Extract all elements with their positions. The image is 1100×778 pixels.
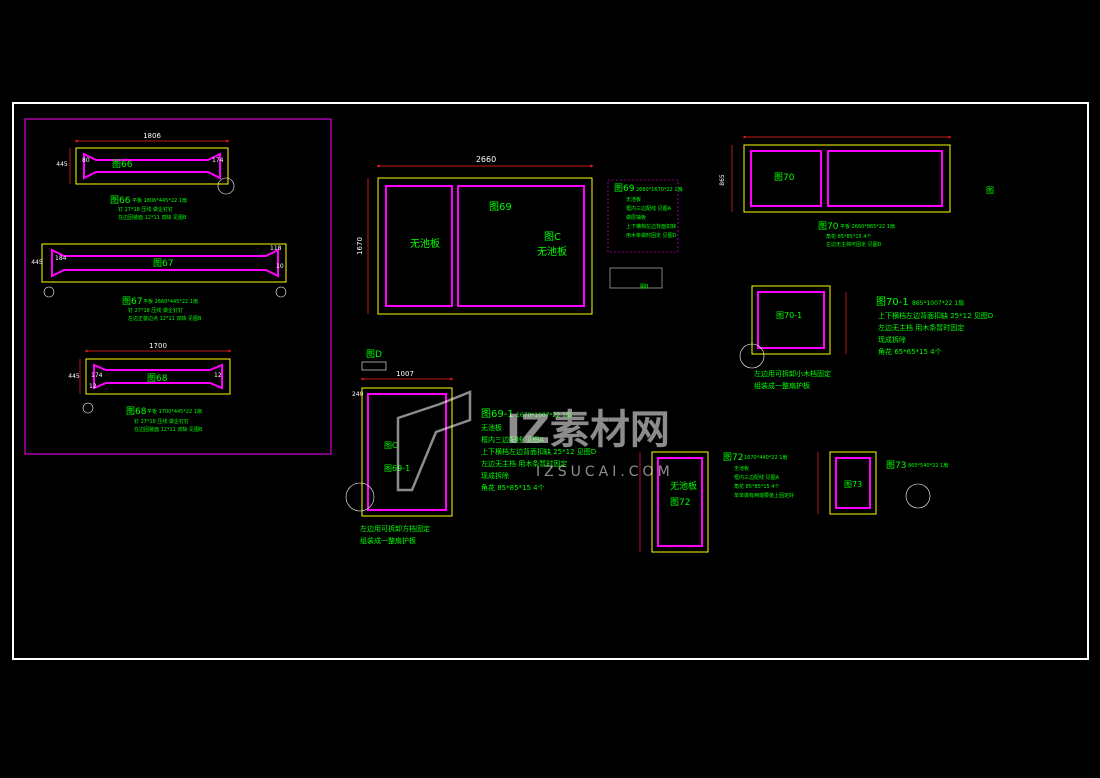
p69-1-note-0: 无池板: [481, 423, 502, 432]
p69-no-pool: 无池板: [410, 237, 440, 250]
p69-side-note-3: 上下横档左边背面扣缺: [626, 223, 676, 230]
sheet-frame-left: [24, 118, 332, 455]
p67-right: 118: [270, 245, 282, 252]
p69-detail-label: 图B: [640, 284, 649, 290]
p70-1-note-1: 左边无主档 用木条暂时固定: [878, 323, 964, 332]
p72-spec: 1670*440*22 1扇: [744, 454, 787, 461]
p66-left: 80: [82, 157, 90, 164]
p69-side-note-0: 无池板: [626, 196, 641, 203]
p68-side: 12: [214, 372, 222, 379]
p69-side-note-1: 框内三边配线 见图A: [626, 205, 672, 212]
p67-spec: 平板 2660*445*22 1扇: [143, 298, 198, 305]
p70-1-note-0: 上下横档左边背面扣缺 25*12 见图D: [878, 311, 993, 320]
p69-1-note-5: 角花 85*85*15 4个: [481, 483, 545, 492]
panel-66: 1806 445 80 174 图66 图66 平板 1806*445*22 1…: [56, 132, 235, 221]
watermark-brand: IZ素材网: [506, 407, 670, 453]
p72-note-1: 框内三边配线 见图A: [734, 474, 780, 481]
p70-1-note-2: 现成拆除: [878, 335, 906, 344]
panel-69: 2660 1670 无池板 图69 图C 无池板 图69 2660*1670*2…: [356, 155, 683, 315]
panel-68: 1700 445 174 12 12 图68 图68 平板 1700*445*2…: [68, 342, 232, 433]
p70-note2: 左边无主档可固定 见图D: [826, 241, 882, 248]
p70-title: 图70: [818, 221, 839, 232]
watermark-url: IZSUCAI.COM: [536, 464, 674, 480]
panel-67: 445 184 118 10 图67 图67 平板 2660*445*22 1扇…: [31, 243, 287, 322]
p69-label-c: 图C: [544, 231, 561, 243]
p69-1-label-c: 图C: [384, 441, 398, 450]
p69-side-note-2: 做层抽板: [626, 214, 646, 221]
p72-title: 图72: [723, 452, 743, 463]
p69-1-note-3: 左边无主档 用木条暂时固定: [481, 459, 567, 468]
p72-note-2: 角花 85*85*15 4个: [734, 483, 779, 490]
p67-inner-title: 图67: [153, 258, 173, 269]
p70-1-inner-title: 图70-1: [776, 311, 802, 320]
p69-1-note-1: 框内三边配线 见图A: [481, 435, 544, 444]
p69-1-note-2: 上下横档左边背面扣缺 25*12 见图D: [481, 447, 596, 456]
p70-1-fix-note-2: 组装成一整扇护板: [754, 381, 810, 390]
p68-right: 12: [89, 383, 97, 390]
p69-1-dim-height: 240: [352, 391, 364, 398]
panel-72: 无池板 图72 图72 1670*440*22 1扇 无池板 框内三边配线 见图…: [639, 451, 794, 553]
p72-inner-title: 图72: [670, 497, 690, 508]
p70-dim-height: 865: [719, 174, 726, 186]
p68-dim-width: 1700: [149, 342, 167, 350]
p70-1-title: 图70-1: [876, 296, 909, 308]
p66-right: 174: [212, 157, 224, 164]
p69-1-title: 图69-1: [481, 408, 514, 420]
p69-1-fix-note-1: 左边用可拆卸方档固定: [360, 524, 430, 533]
p73-spec: 865*540*22 1扇: [908, 462, 948, 469]
p70-1-spec: 865*1007*22 1扇: [912, 299, 964, 307]
p66-title: 图66: [110, 195, 131, 206]
p68-note1: 钉 27*18 压线 做企钉钉: [134, 418, 189, 425]
panel-70-1: 图70-1 图70-1 865*1007*22 1扇 上下横档左边背面扣缺 25…: [739, 285, 993, 390]
p68-spec: 平板 1700*445*22 1扇: [147, 408, 202, 415]
p69-dim-width: 2660: [476, 155, 496, 164]
p72-note-0: 无池板: [734, 465, 749, 472]
p70-spec: 平板 2660*865*22 1扇: [840, 223, 895, 230]
p67-note2: 左边正装边点 12*11 双缺 见图B: [128, 315, 202, 322]
p69-panel-title: 图69: [489, 201, 512, 213]
panel-70: 865 图70 图70 平板 2660*865*22 1扇 角花 85*85*1…: [719, 135, 994, 248]
p70-inner-title: 图70: [774, 172, 795, 183]
p69-side-spec: 2660*1670*22 1扇: [636, 186, 683, 193]
p70-1-note-3: 角花 65*65*15 4个: [878, 347, 942, 356]
p68-note2: 在边固装面 12*11 双缺 见图B: [134, 426, 203, 433]
drawing-border: [12, 102, 1089, 660]
p66-inner-title: 图66: [112, 159, 133, 170]
p66-note1: 钉 27*18 压线 做企钉钉: [118, 206, 173, 213]
p67-left: 184: [55, 255, 67, 262]
p73-inner-title: 图73: [844, 480, 862, 489]
p67-title: 图67: [122, 296, 142, 307]
p66-dim-height: 445: [56, 161, 68, 168]
p73-title: 图73: [886, 460, 906, 471]
panel-69-1: 图D 1007 240 图C 图69-1 图69-1 1670*1007*22 …: [345, 349, 596, 545]
p68-left: 174: [91, 372, 103, 379]
p66-dim-width: 1806: [143, 132, 161, 140]
p68-inner-title: 图68: [147, 373, 168, 384]
watermark: IZ素材网 IZSUCAI.COM: [396, 390, 674, 492]
p70-note1: 角花 85*85*15 4个: [826, 233, 871, 240]
p72-note-3: 单单做有两端要装上固定好: [734, 492, 794, 499]
p70-1-fix-note-1: 左边用可拆卸小木档固定: [754, 369, 831, 378]
p67-dim-height: 445: [31, 259, 43, 266]
p69-1-fix-note-2: 组装成一整扇护板: [360, 536, 416, 545]
p68-dim-height: 445: [68, 373, 80, 380]
p68-title: 图68: [126, 406, 147, 417]
p69-no-pool-2: 无池板: [537, 245, 567, 258]
panel-73: 图73 图73 865*540*22 1扇: [817, 451, 948, 515]
p67-note1: 钉 27*18 压线 做企钉钉: [128, 307, 183, 314]
p66-spec: 平板 1806*445*22 1扇: [132, 197, 187, 204]
p69-dim-height: 1670: [356, 237, 364, 255]
p69-1-label-d: 图D: [366, 349, 382, 360]
p67-side: 10: [276, 263, 284, 270]
p70-detail-label: 图: [986, 186, 994, 195]
p69-side-note-4: 用木条做时固定 见图D: [626, 232, 677, 239]
p66-note2: 在边固装面 12*11 双缺 见图B: [118, 214, 187, 221]
p69-side-title: 图69: [614, 183, 635, 194]
p69-1-note-4: 现成拆除: [481, 471, 509, 480]
p69-1-spec: 1670*1007*22 1扇: [516, 411, 572, 419]
p72-no-pool: 无池板: [670, 480, 697, 492]
p69-1-dim-width: 1007: [396, 370, 414, 378]
